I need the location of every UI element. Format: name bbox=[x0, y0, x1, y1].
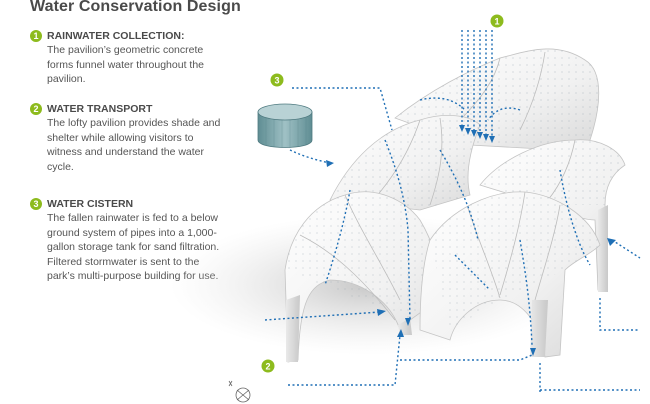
marker-transport: 2 bbox=[261, 359, 275, 373]
svg-text:3: 3 bbox=[274, 76, 279, 86]
legend-heading: RAINWATER COLLECTION: bbox=[47, 30, 185, 42]
legend-heading: WATER CISTERN bbox=[47, 198, 134, 210]
legend-number-badge: 1 bbox=[30, 30, 42, 42]
dome-right bbox=[479, 139, 626, 292]
legend-description: The lofty pavilion provides shade and sh… bbox=[47, 117, 221, 173]
legend-number-badge: 2 bbox=[30, 103, 42, 115]
legend-item-rainwater-collection: 1 RAINWATER COLLECTION: The pavilion’s g… bbox=[30, 30, 230, 87]
legend-description: The pavilion’s geometric concrete forms … bbox=[47, 44, 205, 85]
dome-front-right bbox=[419, 191, 601, 358]
legend-number-badge: 3 bbox=[30, 198, 42, 210]
svg-text:1: 1 bbox=[494, 17, 499, 27]
water-flow-arrows bbox=[264, 30, 641, 392]
north-arrow-icon bbox=[228, 380, 251, 403]
legend-heading: WATER TRANSPORT bbox=[47, 103, 153, 115]
svg-text:2: 2 bbox=[265, 362, 270, 372]
marker-cistern: 3 bbox=[270, 73, 284, 87]
page-title: Water Conservation Design bbox=[30, 0, 241, 15]
legend-item-water-transport: 2 WATER TRANSPORT The lofty pavilion pro… bbox=[30, 103, 230, 174]
dome-front-left bbox=[284, 191, 446, 363]
cistern-tank bbox=[257, 103, 313, 148]
dome-top-left bbox=[329, 115, 481, 211]
flow-arrowheads bbox=[326, 125, 616, 356]
marker-collection: 1 bbox=[490, 14, 504, 28]
